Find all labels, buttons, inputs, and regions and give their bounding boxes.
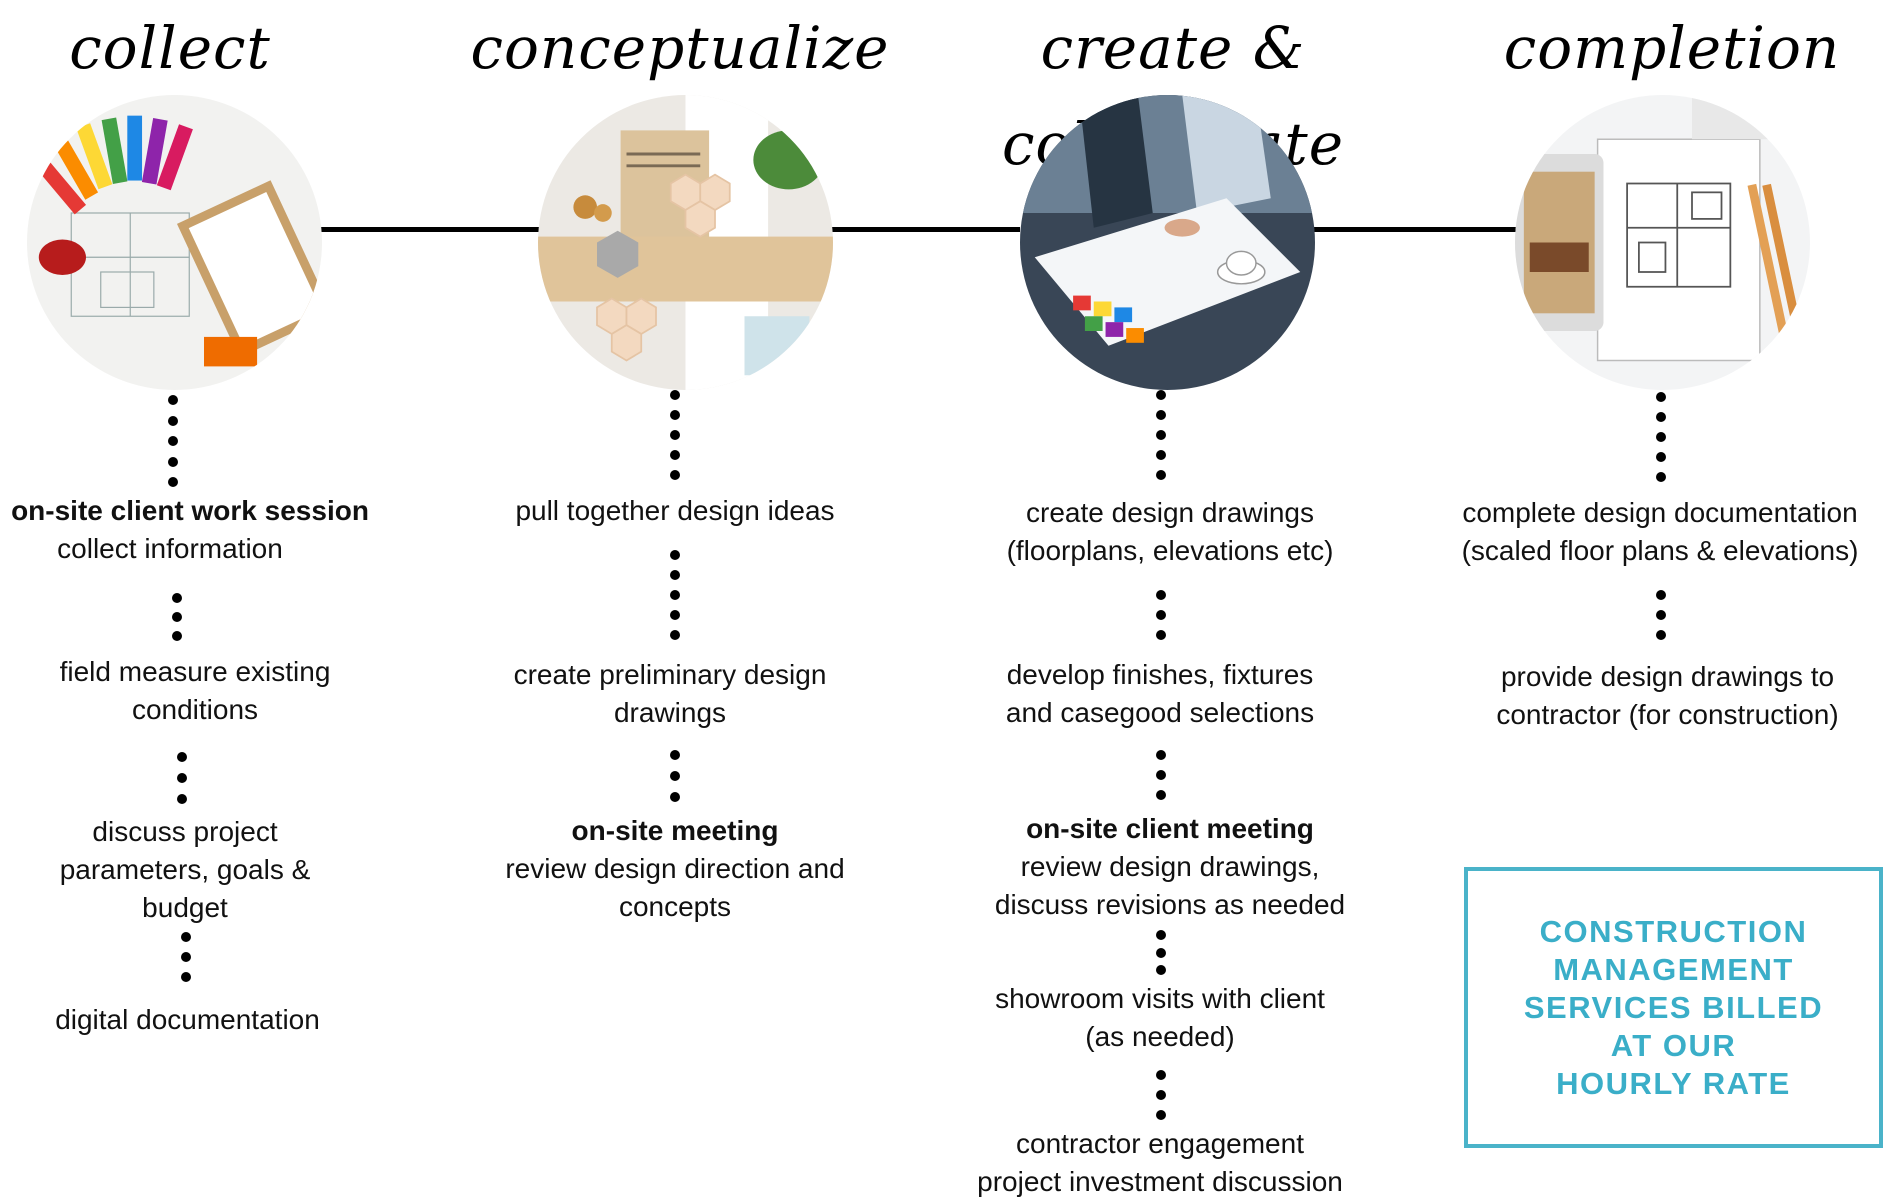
- dotted-connector: [670, 390, 680, 480]
- dotted-connector: [177, 752, 187, 804]
- dotted-connector: [1156, 590, 1166, 640]
- dotted-connector: [670, 550, 680, 640]
- step-line: budget: [142, 892, 228, 923]
- dotted-connector: [181, 932, 191, 982]
- step-field-measure: field measure existing conditions: [10, 653, 380, 729]
- step-heading: on-site meeting: [571, 815, 779, 846]
- step-line: create design drawings: [1026, 497, 1314, 528]
- dotted-connector: [1656, 392, 1666, 482]
- step-line: complete design documentation: [1462, 497, 1858, 528]
- phase-title-conceptualize: conceptualize: [470, 14, 890, 82]
- step-line: and casegood selections: [1005, 697, 1315, 728]
- step-line: conditions: [131, 694, 259, 725]
- step-line: concepts: [618, 891, 732, 922]
- step-line: parameters, goals &: [59, 854, 311, 885]
- cm-line: AT OUR: [1610, 1027, 1737, 1063]
- step-showroom-visits: showroom visits with client (as needed): [950, 980, 1370, 1056]
- dotted-connector: [168, 395, 178, 487]
- step-line: review design drawings,: [1020, 851, 1320, 882]
- step-pull-together: pull together design ideas: [475, 492, 875, 530]
- step-provide-drawings: provide design drawings to contractor (f…: [1445, 658, 1890, 734]
- timeline-line-1: [310, 227, 555, 232]
- cm-line: SERVICES BILLED: [1523, 989, 1824, 1025]
- dotted-connector: [172, 593, 182, 641]
- step-line: project investment discussion: [977, 1166, 1343, 1197]
- dotted-connector: [1156, 750, 1166, 800]
- step-line: develop finishes, fixtures: [1006, 659, 1314, 690]
- dotted-connector: [670, 750, 680, 802]
- phase-title-collect: collect: [69, 14, 271, 82]
- step-line: (as needed): [1085, 1021, 1235, 1052]
- dotted-connector: [1156, 930, 1166, 975]
- cm-line: CONSTRUCTION: [1539, 913, 1808, 949]
- step-line: review design direction and: [505, 853, 845, 884]
- conceptualize-photo: [538, 95, 833, 390]
- phase-title-completion: completion: [1503, 14, 1841, 82]
- dotted-connector: [1656, 590, 1666, 640]
- step-preliminary-drawings: create preliminary design drawings: [470, 656, 870, 732]
- step-finishes-selections: develop finishes, fixtures and casegood …: [950, 656, 1370, 732]
- step-line: field measure existing: [59, 656, 331, 687]
- dotted-connector: [1156, 390, 1166, 480]
- step-design-drawings: create design drawings (floorplans, elev…: [960, 494, 1380, 570]
- step-line: showroom visits with client: [995, 983, 1325, 1014]
- construction-management-box: CONSTRUCTION MANAGEMENT SERVICES BILLED …: [1464, 867, 1883, 1148]
- step-line: create preliminary design: [513, 659, 827, 690]
- step-line: contractor (for construction): [1496, 699, 1839, 730]
- step-discuss-project: discuss project parameters, goals & budg…: [0, 813, 370, 927]
- step-on-site-meeting: on-site meeting review design direction …: [470, 812, 880, 926]
- timeline-line-2: [815, 227, 1020, 232]
- step-line: contractor engagement: [1016, 1128, 1304, 1159]
- step-heading: on-site client work session: [11, 495, 369, 526]
- step-heading: on-site client meeting: [1026, 813, 1314, 844]
- step-on-site-client-work-session: on-site client work session collect info…: [0, 492, 380, 568]
- step-line: digital documentation: [55, 1004, 320, 1035]
- step-line: drawings: [613, 697, 727, 728]
- collect-photo: [27, 95, 322, 390]
- step-digital-documentation: digital documentation: [0, 1001, 375, 1039]
- step-line: (floorplans, elevations etc): [1006, 535, 1334, 566]
- step-contractor-engagement: contractor engagement project investment…: [940, 1125, 1380, 1201]
- timeline-line-3: [1305, 227, 1525, 232]
- create-collaborate-photo: [1020, 95, 1315, 390]
- cm-line: MANAGEMENT: [1553, 951, 1794, 987]
- cm-line: HOURLY RATE: [1556, 1065, 1791, 1101]
- step-on-site-client-meeting: on-site client meeting review design dra…: [960, 810, 1380, 924]
- step-line: pull together design ideas: [515, 495, 835, 526]
- step-line: (scaled floor plans & elevations): [1461, 535, 1859, 566]
- step-line: discuss revisions as needed: [994, 889, 1346, 920]
- completion-photo: [1515, 95, 1810, 390]
- step-line: collect information: [57, 533, 283, 564]
- step-complete-documentation: complete design documentation (scaled fl…: [1430, 494, 1890, 570]
- dotted-connector: [1156, 1070, 1166, 1120]
- step-line: discuss project: [92, 816, 278, 847]
- step-line: provide design drawings to: [1500, 661, 1835, 692]
